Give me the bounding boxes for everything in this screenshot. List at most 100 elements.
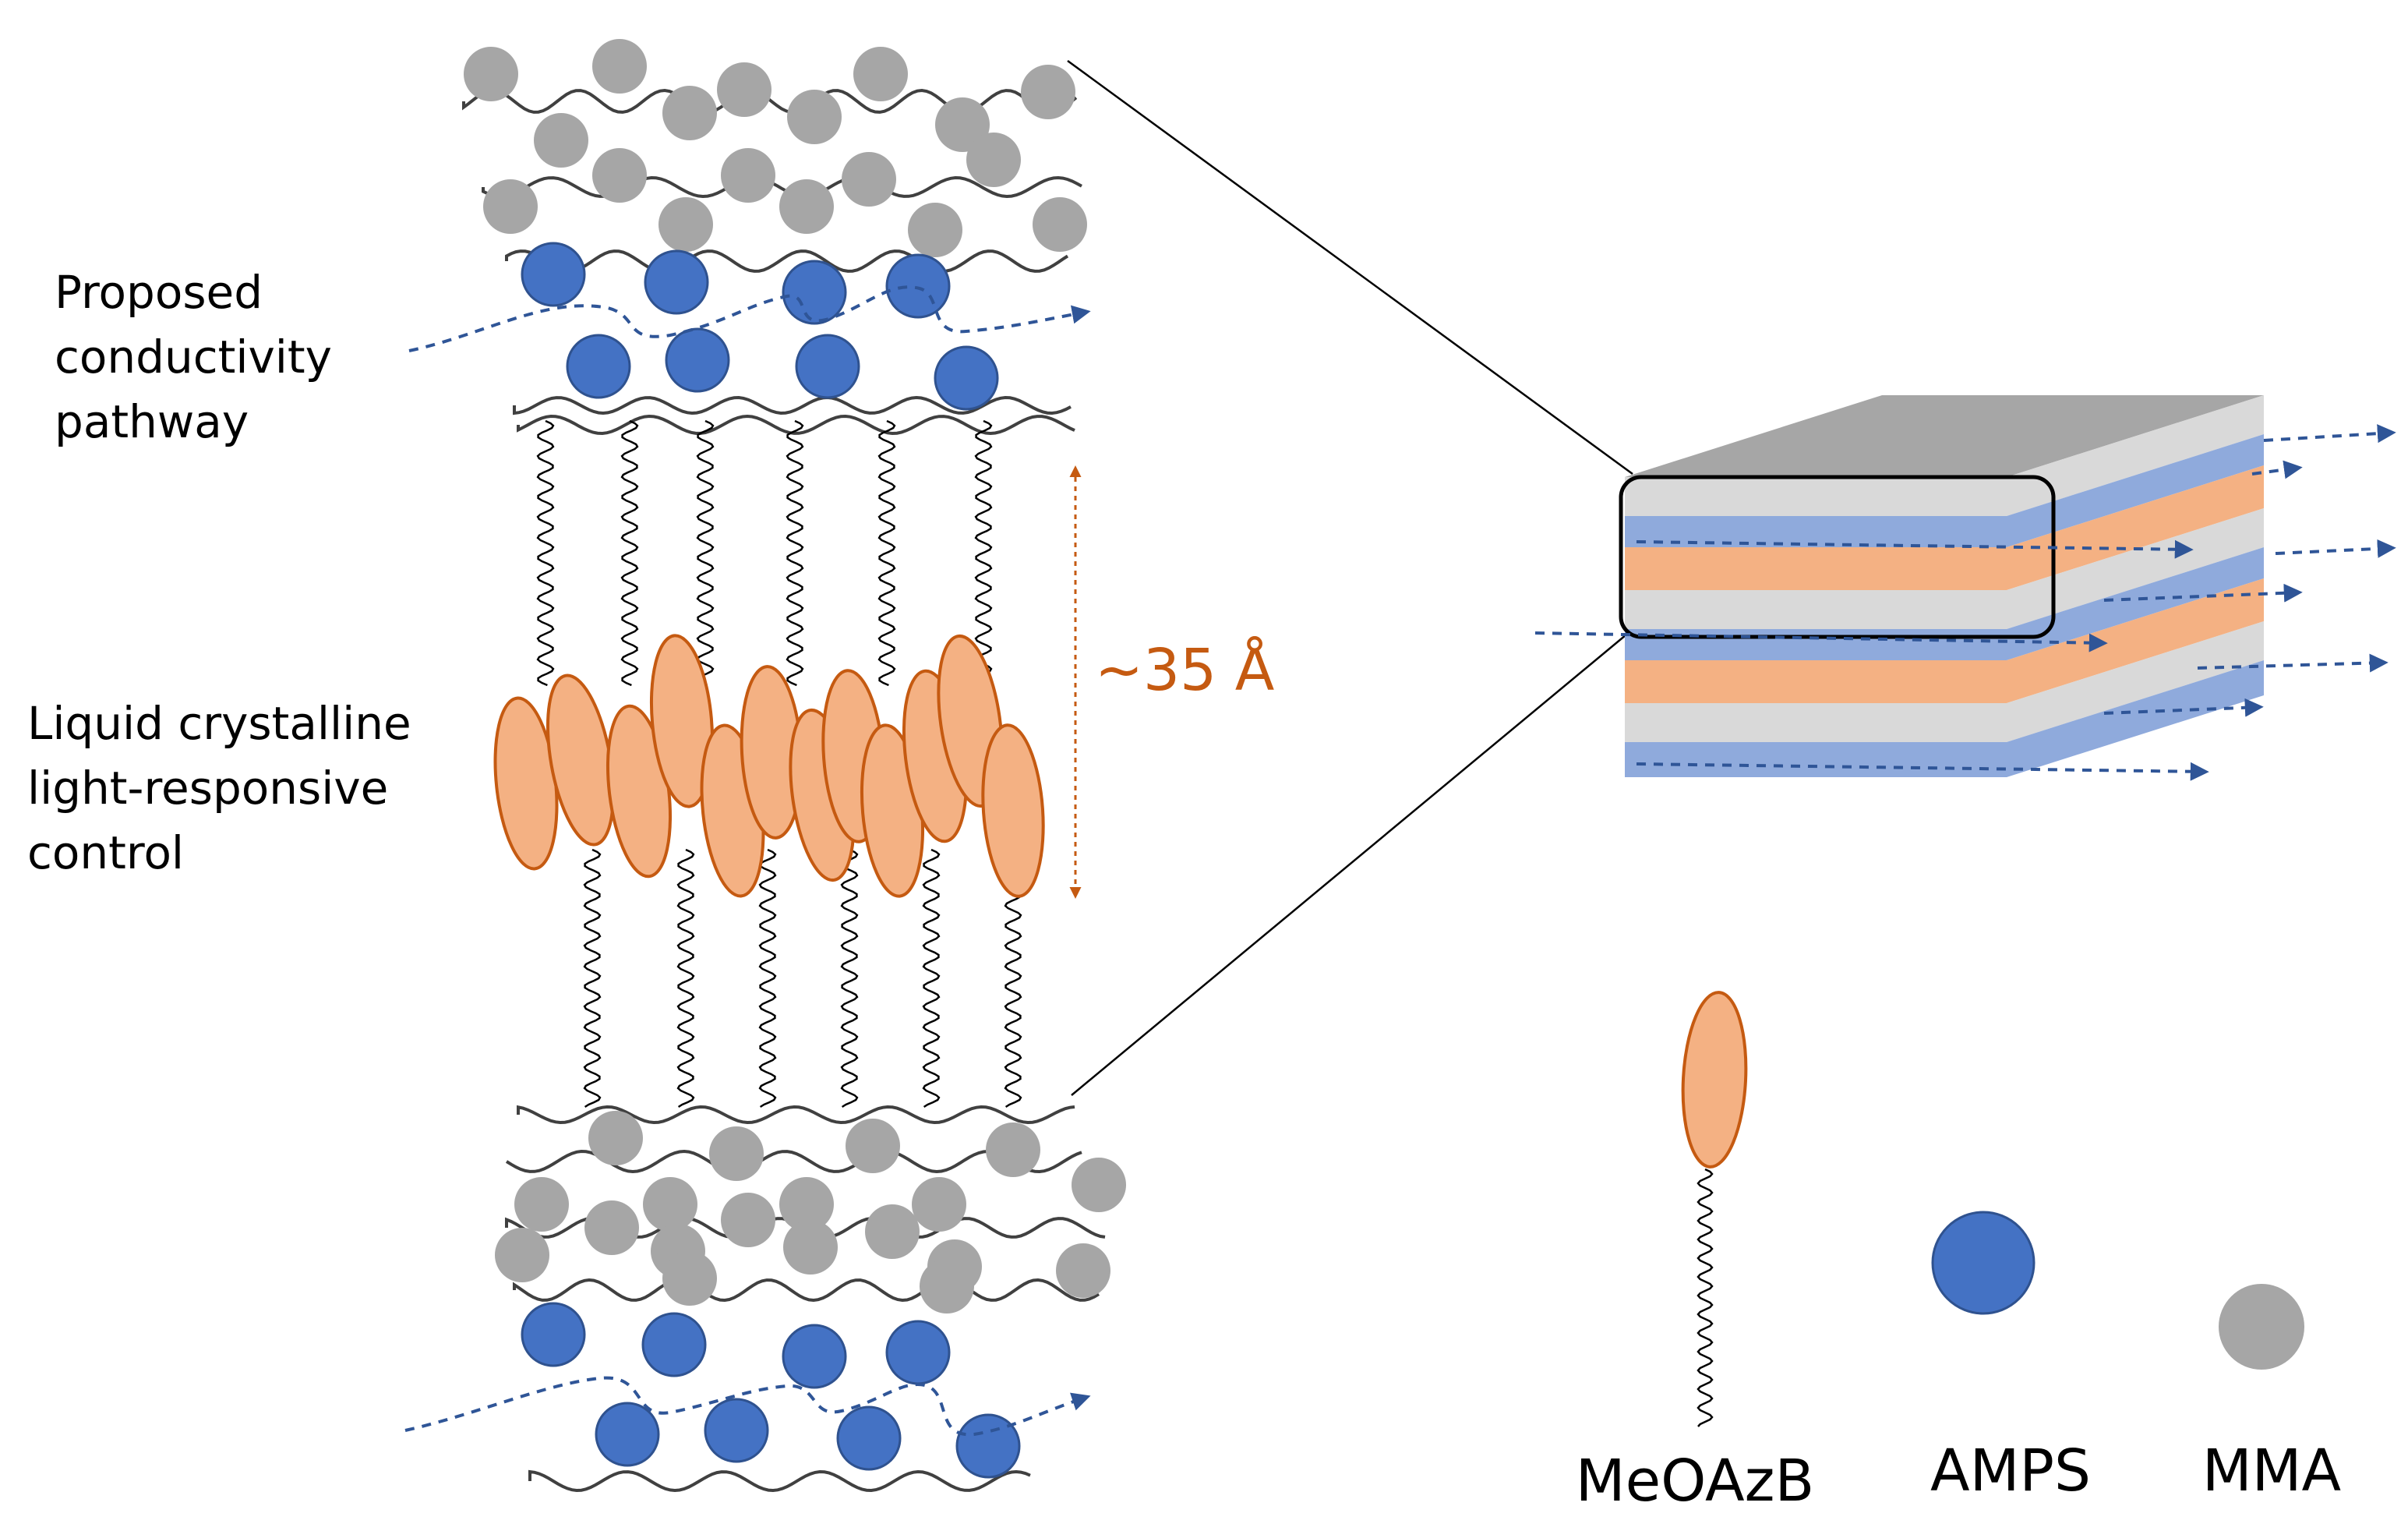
legend: MeOAzB AMPS MMA — [1576, 991, 2342, 1515]
mesogen-layer — [493, 634, 1045, 898]
conductivity-pathway-label: Proposed conductivity pathway — [55, 266, 346, 448]
spacer-chain — [974, 419, 993, 687]
mma-group — [662, 86, 717, 140]
layer-flow-arrow — [2275, 539, 2396, 558]
lc-label-line-3: control — [27, 826, 184, 879]
spacer-chain — [877, 419, 896, 687]
spacer-chain — [536, 419, 555, 687]
layer-side — [2007, 621, 2264, 742]
backbone-chain — [513, 395, 1072, 415]
conductivity-pathway-arrow-top — [408, 285, 1091, 352]
lc-label-line-1: Liquid crystalline — [27, 697, 411, 750]
amps-group — [885, 253, 951, 319]
mma-group — [986, 1123, 1040, 1177]
layer-flow-arrow — [2197, 653, 2389, 673]
mma-group — [920, 1259, 974, 1313]
layer-flow-arrow — [1534, 631, 2108, 652]
layer-side — [2007, 508, 2264, 629]
amps-group — [521, 1302, 586, 1367]
lc-label-line-2: light-responsive — [27, 762, 388, 815]
amps-group — [521, 242, 586, 307]
mma-group — [787, 90, 842, 144]
backbone-chain — [517, 1105, 1075, 1125]
mma-group — [935, 97, 990, 152]
amps-icon — [1931, 1211, 2036, 1315]
layer-side — [2007, 578, 2264, 703]
mma-group — [495, 1228, 549, 1282]
legend-amps-label: AMPS — [1930, 1437, 2091, 1504]
spacer-chain — [620, 419, 639, 687]
legend-meoazb: MeOAzB — [1576, 991, 1815, 1515]
mma-group — [588, 1111, 643, 1165]
mma-icon — [2219, 1284, 2304, 1370]
layer-flow-arrow — [2103, 698, 2264, 717]
layer-side — [2007, 465, 2264, 590]
spacer-chain — [786, 419, 804, 687]
mma-group — [779, 1177, 834, 1232]
spacer-chain — [583, 848, 602, 1108]
mma-group — [464, 47, 518, 101]
spacer-chain — [696, 419, 715, 687]
zoom-line-bottom — [1071, 619, 1645, 1096]
mma-group — [853, 47, 908, 101]
layer-flow-arrow — [2103, 583, 2303, 603]
spacer-chain — [758, 848, 777, 1108]
layer-front — [1625, 477, 2007, 516]
layer-flow-arrow — [2251, 460, 2303, 479]
layer-flow-arrows — [1534, 424, 2396, 781]
mesogen-unit — [649, 634, 715, 808]
mma-group — [912, 1177, 966, 1232]
amps-group — [665, 327, 730, 393]
amps-group — [836, 1405, 902, 1471]
mma-group — [1021, 65, 1075, 119]
mma-group — [721, 148, 775, 203]
conductivity-label-line-2: conductivity — [55, 331, 332, 384]
conductivity-label-line-1: Proposed — [55, 266, 263, 319]
amps-group — [955, 1413, 1021, 1479]
layer-flow-arrow — [2263, 424, 2396, 444]
mma-group — [783, 1220, 838, 1275]
layer-side — [2007, 547, 2264, 660]
amps-groups-bottom — [521, 1302, 1021, 1479]
mma-group — [966, 133, 1021, 187]
layer-front — [1625, 547, 2007, 590]
legend-mma: MMA — [2202, 1284, 2342, 1504]
liquid-crystal-label: Liquid crystalline light-responsive cont… — [27, 697, 425, 879]
layer-side — [2007, 434, 2264, 547]
amps-group — [566, 334, 631, 399]
zoom-highlight-box — [1619, 475, 2056, 639]
mma-group — [842, 152, 896, 207]
layer-flow-arrow — [1636, 539, 2194, 559]
zoom-line-top — [1067, 59, 1633, 476]
spacer-chain — [676, 848, 695, 1108]
spacing-label: ~35 Å — [1095, 635, 1275, 704]
backbone-chain — [513, 1278, 1100, 1303]
layer-front — [1625, 660, 2007, 703]
amps-group — [644, 249, 709, 315]
mma-group — [662, 1251, 717, 1306]
mma-group — [779, 179, 834, 234]
mma-group — [717, 62, 771, 117]
mma-group — [592, 39, 647, 94]
spacer-chain — [840, 848, 859, 1108]
conductivity-label-line-3: pathway — [55, 395, 249, 448]
layer-front — [1625, 742, 2007, 777]
mma-group — [846, 1119, 900, 1173]
mesogen-unit — [981, 723, 1045, 898]
amps-group — [782, 1324, 847, 1389]
mma-groups-top — [464, 39, 1087, 257]
backbone-chain — [482, 175, 1082, 199]
amps-group — [795, 334, 860, 399]
legend-meoazb-label: MeOAzB — [1576, 1448, 1815, 1515]
legend-amps: AMPS — [1930, 1211, 2091, 1504]
layer-front — [1625, 703, 2007, 742]
backbone-chain — [505, 249, 1069, 273]
mma-group — [584, 1200, 639, 1255]
meoazb-tail-icon — [1697, 1168, 1714, 1427]
layer-front — [1625, 516, 2007, 547]
layer-side — [2007, 395, 2264, 516]
conductivity-pathway-arrow-bottom — [404, 1376, 1091, 1437]
mma-group — [1056, 1243, 1110, 1298]
backbone-chain — [528, 1469, 1031, 1493]
